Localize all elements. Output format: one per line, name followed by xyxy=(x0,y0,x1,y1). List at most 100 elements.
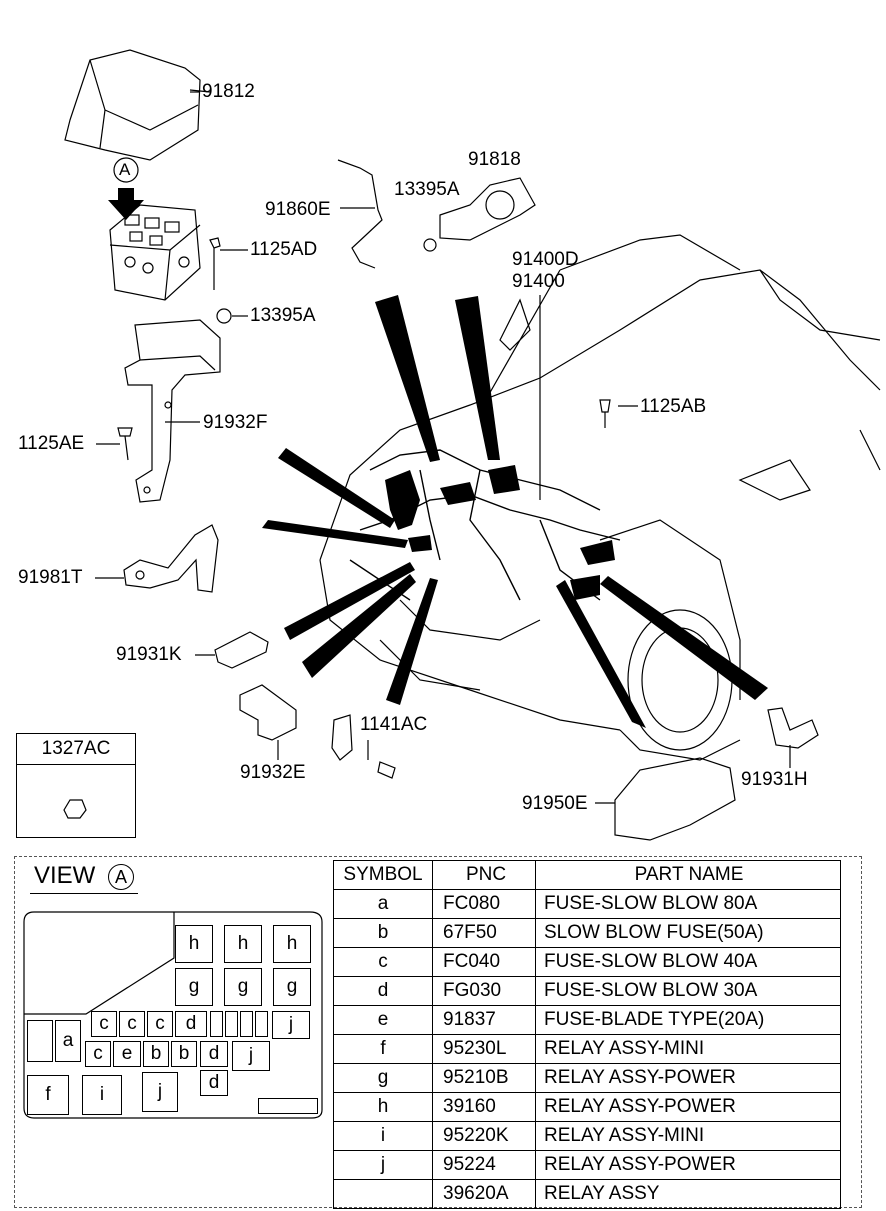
fuse-cell-e: e xyxy=(113,1041,141,1067)
symbol-cell: b xyxy=(333,918,433,948)
fuse-block xyxy=(109,204,201,301)
pnc-cell: 95224 xyxy=(432,1150,536,1180)
part-box-title: 1327AC xyxy=(17,734,135,765)
fuse-cell-c: c xyxy=(147,1011,173,1037)
label-1125ae: 1125AE xyxy=(18,433,85,454)
label-91812: 91812 xyxy=(202,81,255,102)
pnc-cell: 95230L xyxy=(432,1034,536,1064)
pnc-cell: 95220K xyxy=(432,1121,536,1151)
fuse-cell-d: d xyxy=(200,1041,228,1067)
header-symbol: SYMBOL xyxy=(333,860,433,890)
fuse-cell-j: j xyxy=(272,1011,310,1039)
fuse-cell-d: d xyxy=(200,1070,228,1096)
fuse-cell-c: c xyxy=(119,1011,145,1037)
label-13395a-top: 13395A xyxy=(394,179,460,200)
symbol-cell: e xyxy=(333,1005,433,1035)
fuse-cell-h: h xyxy=(273,925,311,963)
fuse-cell-d: d xyxy=(175,1011,207,1037)
label-91931k: 91931K xyxy=(116,644,182,665)
label-1125ab: 1125AB xyxy=(640,396,707,417)
fuse-cell-h: h xyxy=(175,925,213,963)
symbol-cell: f xyxy=(333,1034,433,1064)
pnc-cell: 39620A xyxy=(432,1179,536,1209)
view-a-marker-circle xyxy=(113,157,139,183)
part-name-cell: SLOW BLOW FUSE(50A) xyxy=(535,918,841,948)
symbol-cell xyxy=(333,1179,433,1209)
label-91818: 91818 xyxy=(468,149,521,170)
label-91981t: 91981T xyxy=(18,567,83,588)
fuse-cell-b: b xyxy=(143,1041,169,1067)
fuse-cell-blank xyxy=(240,1011,253,1037)
label-91860e: 91860E xyxy=(265,199,331,220)
clip-91931k xyxy=(214,631,269,669)
bracket-1141ac xyxy=(331,714,353,761)
part-name-cell: RELAY ASSY-POWER xyxy=(535,1150,841,1180)
part-name-cell: FUSE-SLOW BLOW 40A xyxy=(535,947,841,977)
fuse-cell-blank xyxy=(27,1020,53,1062)
bracket-91932e xyxy=(239,684,297,741)
fuse-cell-i: i xyxy=(82,1075,122,1115)
table-header-row: SYMBOL PNC PART NAME xyxy=(333,860,841,890)
fuse-cell-blank xyxy=(255,1011,268,1037)
header-part-name: PART NAME xyxy=(535,860,841,890)
label-91400d: 91400D xyxy=(512,249,579,270)
fuse-cell-b: b xyxy=(171,1041,197,1067)
pnc-cell: 39160 xyxy=(432,1092,536,1122)
fuse-cell-c: c xyxy=(85,1041,111,1067)
fuse-cell-j: j xyxy=(232,1041,270,1071)
fuse-box-cover xyxy=(64,49,211,161)
fuse-cell-blank xyxy=(225,1011,238,1037)
part-box-1327ac: 1327AC xyxy=(16,733,136,838)
symbol-cell: g xyxy=(333,1063,433,1093)
label-91400: 91400 xyxy=(512,271,565,292)
fuse-cell-blank xyxy=(258,1098,318,1114)
fuse-cell-g: g xyxy=(224,968,262,1006)
pnc-cell: FC040 xyxy=(432,947,536,977)
view-title: VIEW xyxy=(34,862,96,889)
part-name-cell: RELAY ASSY-MINI xyxy=(535,1034,841,1064)
pnc-cell: FC080 xyxy=(432,889,536,919)
fuse-cell-f: f xyxy=(27,1075,69,1115)
part-name-cell: RELAY ASSY-POWER xyxy=(535,1092,841,1122)
symbol-cell: j xyxy=(333,1150,433,1180)
header-pnc: PNC xyxy=(432,860,536,890)
view-a-marker: A xyxy=(119,160,131,179)
part-name-cell: RELAY ASSY xyxy=(535,1179,841,1209)
symbol-cell: h xyxy=(333,1092,433,1122)
cover-91818 xyxy=(439,177,536,241)
part-name-cell: FUSE-SLOW BLOW 30A xyxy=(535,976,841,1006)
symbol-cell: a xyxy=(333,889,433,919)
part-name-cell: RELAY ASSY-MINI xyxy=(535,1121,841,1151)
symbol-cell: c xyxy=(333,947,433,977)
label-91950e: 91950E xyxy=(522,793,588,814)
wiring-harness xyxy=(349,449,621,601)
fuse-cell-blank xyxy=(210,1011,223,1037)
pointer-wedges xyxy=(262,295,768,728)
symbol-cell: i xyxy=(333,1121,433,1151)
connector-blobs xyxy=(385,465,615,600)
view-underline xyxy=(30,893,138,894)
pnc-cell: 91837 xyxy=(432,1005,536,1035)
label-13395a-mid: 13395A xyxy=(250,305,316,326)
pnc-cell: 67F50 xyxy=(432,918,536,948)
view-marker: A xyxy=(108,864,134,890)
label-91931h: 91931H xyxy=(741,769,808,790)
part-name-cell: RELAY ASSY-POWER xyxy=(535,1063,841,1093)
label-1141ac: 1141AC xyxy=(360,714,428,735)
fuse-cell-g: g xyxy=(175,968,213,1006)
label-1125ad: 1125AD xyxy=(250,239,318,260)
symbol-cell: d xyxy=(333,976,433,1006)
